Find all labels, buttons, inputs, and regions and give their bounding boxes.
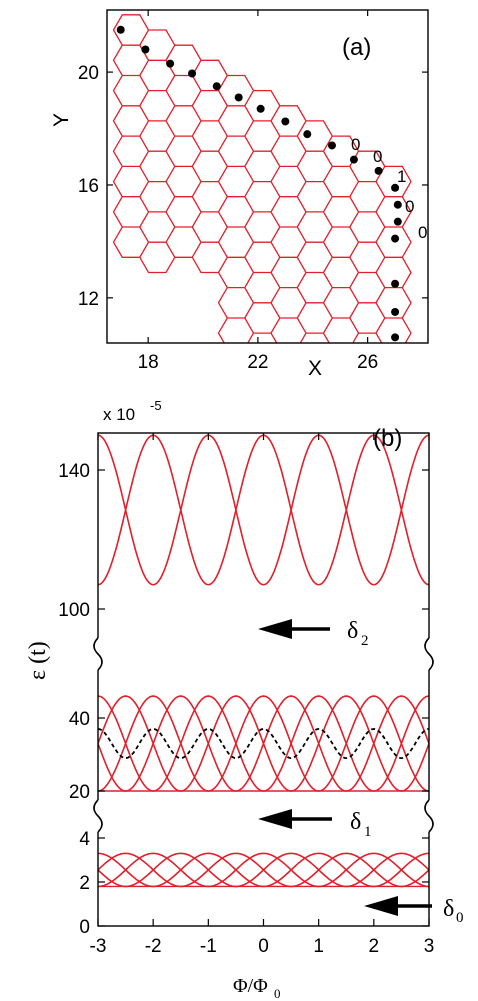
delta2-symbol: δ <box>347 618 358 644</box>
arrow-left-icon <box>364 896 398 916</box>
y-tick-label: 20 <box>69 782 90 803</box>
delta2-sub: 2 <box>361 633 369 649</box>
edge-label-1: 0 <box>351 135 360 154</box>
delta2-annotation: δ 2 <box>258 618 369 649</box>
series-line-upper <box>98 434 429 586</box>
edge-atom <box>166 59 175 68</box>
edge-atom <box>391 307 400 316</box>
edge-atom <box>212 82 221 91</box>
x-tick-label: 18 <box>138 352 159 373</box>
x-tick-label: 1 <box>313 936 324 957</box>
x-tick-label: 3 <box>424 936 435 957</box>
multiplier-exponent: -5 <box>150 398 162 413</box>
series-line-middle <box>98 695 429 792</box>
arrow-left-icon <box>258 809 292 829</box>
x-tick-label: -2 <box>145 936 162 957</box>
edge-atoms <box>116 25 402 342</box>
y-tick-label: 12 <box>78 289 99 310</box>
edge-label-5: 0 <box>418 223 427 242</box>
panel-a-ticks: 18 22 26 12 16 20 <box>78 10 428 373</box>
edge-atom <box>256 104 265 113</box>
delta1-symbol: δ <box>350 809 361 835</box>
arrow-left-icon <box>258 619 292 639</box>
panel-b-ylabel: ε (t) <box>25 641 51 680</box>
edge-atom <box>188 69 197 78</box>
edge-atom <box>393 200 402 209</box>
multiplier-base: x 10 <box>103 405 135 424</box>
edge-atom <box>391 183 400 192</box>
xlabel-sub: 0 <box>274 986 281 1001</box>
series-line-middle <box>98 695 429 792</box>
panel-a-ylabel: Y <box>50 113 73 127</box>
edge-atom <box>234 93 243 102</box>
y-tick-label: 16 <box>78 176 99 197</box>
x-tick-label: -3 <box>90 936 107 957</box>
panel-a-frame <box>106 9 429 344</box>
panel-b-ticks: -3 -2 -1 0 1 2 3 0 2 4 20 40 100 140 <box>58 433 434 957</box>
x-tick-label: -1 <box>200 936 217 957</box>
series-line-upper <box>98 434 429 586</box>
delta1-annotation: δ 1 <box>258 809 372 840</box>
edge-atom <box>393 217 402 226</box>
series-line-lower <box>98 852 429 888</box>
panel-a: 18 22 26 12 16 20 (a) X Y 0 0 1 0 0 <box>50 9 429 380</box>
edge-atom <box>327 141 336 150</box>
edge-atom <box>116 25 125 34</box>
delta0-annotation: δ 0 <box>364 896 464 926</box>
y-tick-label: 0 <box>79 917 90 938</box>
multiplier: x 10 -5 <box>103 398 162 424</box>
edge-atom <box>349 155 358 164</box>
x-tick-label: 22 <box>247 352 268 373</box>
y-tick-label: 40 <box>69 709 90 730</box>
graphene-lattice <box>112 14 412 343</box>
panel-a-xlabel: X <box>308 357 322 380</box>
y-tick-label: 140 <box>58 461 90 482</box>
panel-b-frame <box>97 432 430 927</box>
series-line-lower <box>98 852 429 888</box>
panel-b-label: (b) <box>373 425 402 452</box>
edge-atom <box>303 130 312 139</box>
delta0-symbol: δ <box>443 896 454 922</box>
delta0-sub: 0 <box>456 910 464 926</box>
dashed-series-line <box>98 728 429 760</box>
panel-a-label: (a) <box>342 34 371 61</box>
x-tick-label: 26 <box>357 352 378 373</box>
edge-label-3: 1 <box>397 167 406 186</box>
edge-label-4: 0 <box>405 197 414 216</box>
y-tick-label: 2 <box>79 873 90 894</box>
axis-breaks <box>90 637 437 833</box>
edge-label-2: 0 <box>373 147 382 166</box>
edge-atom <box>141 45 150 54</box>
edge-atom <box>281 117 290 126</box>
delta1-sub: 1 <box>364 824 372 840</box>
y-tick-label: 100 <box>58 600 90 621</box>
x-tick-label: 2 <box>369 936 380 957</box>
edge-atom <box>374 166 383 175</box>
edge-atom <box>391 333 400 342</box>
panel-b-xlabel: Φ/Φ 0 <box>233 975 281 1001</box>
xlabel-main: Φ/Φ <box>233 975 268 997</box>
x-tick-label: 0 <box>258 936 269 957</box>
edge-atom <box>391 234 400 243</box>
edge-atom <box>391 279 400 288</box>
lattice-bonds <box>112 14 412 343</box>
y-tick-label: 4 <box>79 829 90 850</box>
y-tick-label: 20 <box>78 63 99 84</box>
